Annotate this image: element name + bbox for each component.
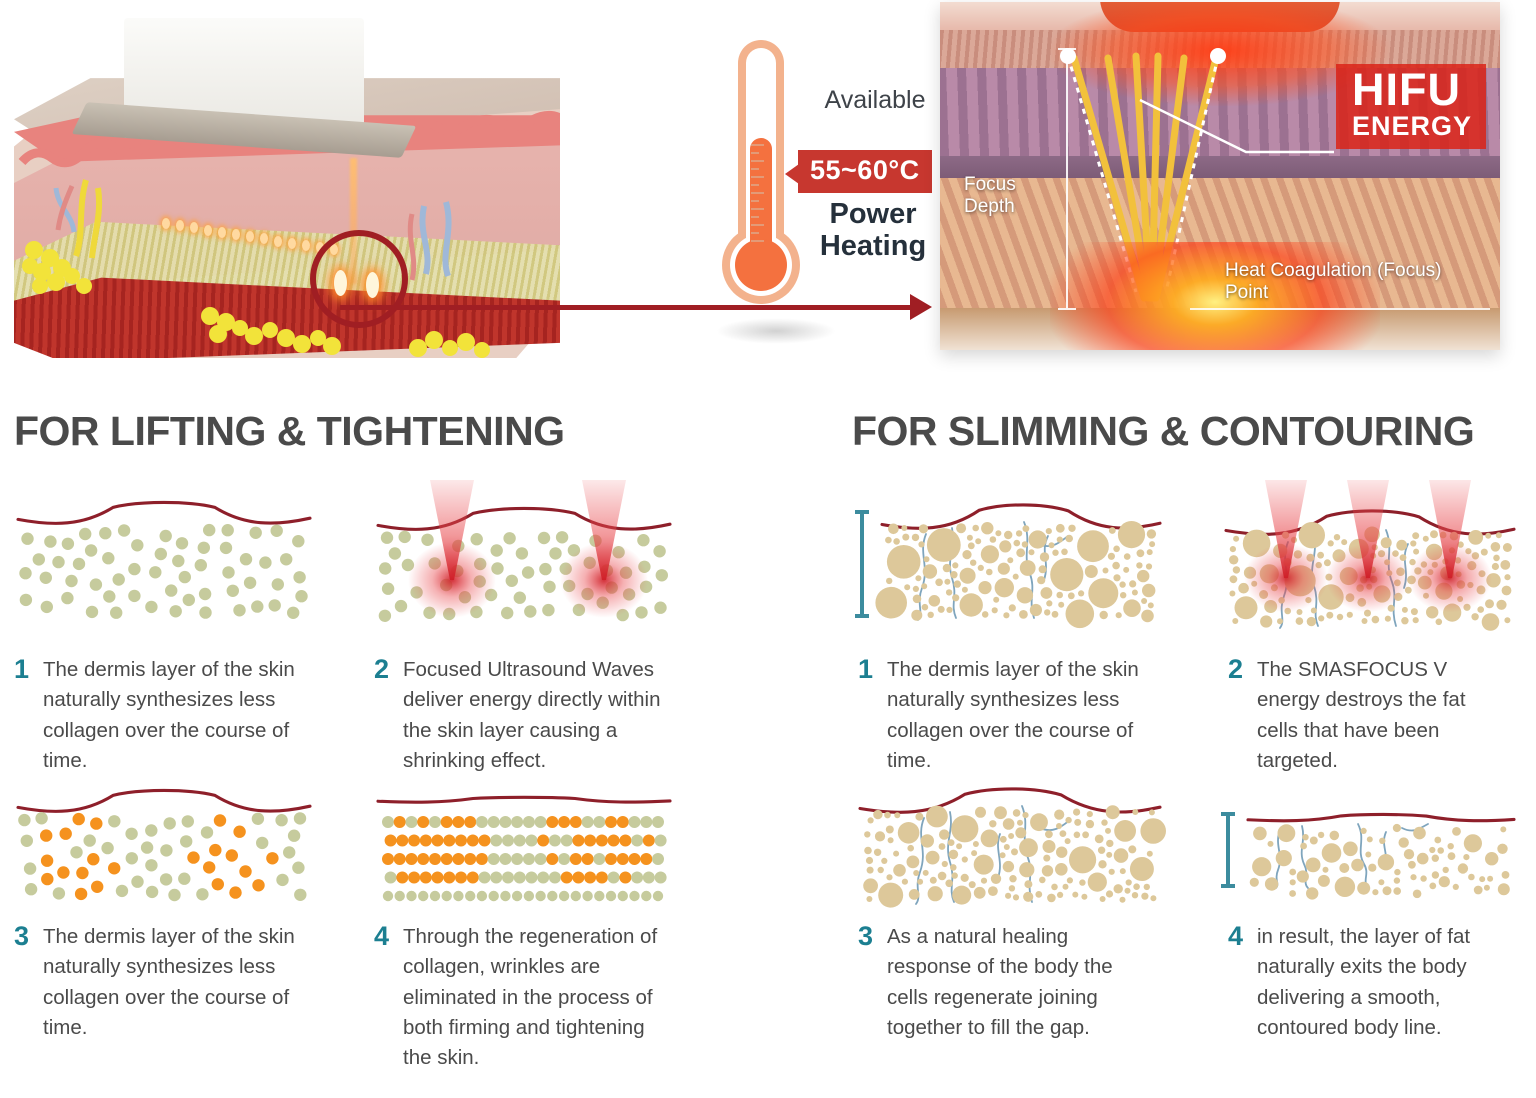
hifu-energy-photo: Focus Depth Heat Coagulation (Focus) Poi… <box>940 2 1500 350</box>
mercury-column <box>750 138 772 268</box>
focus-depth-line1: Focus <box>964 174 1016 195</box>
step-text: The SMASFOCUS V energy destroys the fat … <box>1257 658 1466 772</box>
step-number: 4 <box>374 921 390 951</box>
collagen-diagram-normal <box>16 500 312 619</box>
panel-lifting-4-art <box>374 786 674 904</box>
panel-slimming-2-art <box>1218 480 1518 631</box>
step-text: The dermis layer of the skin naturally s… <box>43 925 295 1039</box>
focus-depth-label: Focus Depth <box>964 174 1016 218</box>
section-heading-lifting: FOR LIFTING & TIGHTENING <box>14 408 565 454</box>
ray-origin-node <box>1210 48 1226 64</box>
heat-point-line2: Point <box>1225 281 1269 303</box>
mercury-bulb <box>735 239 787 291</box>
focus-depth-cap-top <box>1058 48 1076 50</box>
step-text: Through the regeneration of collagen, wr… <box>403 925 658 1070</box>
base-reference-line <box>1190 308 1490 310</box>
smas-layer <box>940 156 1500 178</box>
step-text: The dermis layer of the skin naturally s… <box>887 658 1139 772</box>
magnifier-circle <box>310 230 408 328</box>
heat-point-line1: Heat Coagulation (Focus) <box>1225 260 1442 281</box>
step-text: in result, the layer of fat naturally ex… <box>1257 925 1471 1039</box>
section-heading-slimming: FOR SLIMMING & CONTOURING <box>852 408 1475 454</box>
step-number: 1 <box>858 654 874 684</box>
vessels-and-fat-globules <box>22 179 490 358</box>
ultrasound-beam <box>350 158 357 284</box>
fat-diagram-reduced <box>1221 812 1516 900</box>
thermometer-graphic: Available 55~60°C Power Heating <box>700 28 950 358</box>
thermometer-shadow <box>716 318 836 344</box>
hifu-leader-line <box>1139 98 1334 154</box>
step-lifting-4: 4 Through the regeneration of collagen, … <box>374 922 664 1074</box>
power-heating-line1: Power <box>829 198 917 230</box>
panel-slimming-4-art <box>1218 800 1518 900</box>
arrow-head <box>910 294 932 320</box>
step-number: 2 <box>374 654 390 684</box>
focus-spot <box>334 270 347 296</box>
hifu-title: HIFU <box>1351 64 1461 115</box>
skin-model-photo <box>14 18 560 358</box>
ray-origin-node <box>1060 48 1076 64</box>
thermometer-body <box>722 40 800 330</box>
step-number: 3 <box>858 921 874 951</box>
step-slimming-3: 3 As a natural healing response of the b… <box>858 922 1126 1043</box>
step-number: 1 <box>14 654 30 684</box>
hifu-energy-badge: HIFU ENERGY <box>1335 64 1486 150</box>
step-lifting-2: 2 Focused Ultrasound Waves deliver energ… <box>374 655 664 776</box>
panel-slimming-3-art <box>852 778 1166 908</box>
hifu-subtitle: ENERGY <box>1351 111 1472 142</box>
panel-slimming-1-art <box>852 492 1164 629</box>
fat-diagram-normal <box>855 503 1162 629</box>
collagen-diagram-with-beams <box>376 480 672 622</box>
step-number: 3 <box>14 921 30 951</box>
step-slimming-4: 4 in result, the layer of fat naturally … <box>1228 922 1490 1043</box>
step-text: Focused Ultrasound Waves deliver energy … <box>403 658 661 772</box>
arrow-line <box>340 305 920 310</box>
power-heating-line2: Heating <box>819 230 927 263</box>
collagen-diagram-regenerating <box>16 788 312 902</box>
thermometer-scale-ticks <box>751 144 765 244</box>
step-lifting-3: 3 The dermis layer of the skin naturally… <box>14 922 314 1043</box>
step-slimming-1: 1 The dermis layer of the skin naturally… <box>858 655 1158 776</box>
power-heating-label: Power Heating <box>788 198 958 263</box>
step-number: 2 <box>1228 654 1244 684</box>
panel-lifting-2-art <box>374 480 674 626</box>
step-text: The dermis layer of the skin naturally s… <box>43 658 295 772</box>
collagen-diagram-tightened <box>376 795 672 902</box>
step-lifting-1: 1 The dermis layer of the skin naturally… <box>14 655 314 776</box>
step-slimming-2: 2 The SMASFOCUS V energy destroys the fa… <box>1228 655 1496 776</box>
focus-depth-bar <box>1066 48 1068 308</box>
focus-depth-cap-bottom <box>1058 308 1076 310</box>
focus-spot <box>366 272 379 298</box>
panel-lifting-3-art <box>14 786 314 904</box>
heat-coagulation-label: Heat Coagulation (Focus) Point <box>1225 260 1442 304</box>
top-illustration-row: Available 55~60°C Power Heating <box>0 0 1536 385</box>
temperature-badge: 55~60°C <box>785 150 932 193</box>
panel-lifting-1-art <box>14 492 314 622</box>
connector-arrow <box>10 294 940 320</box>
fat-diagram-with-beams <box>1224 480 1516 631</box>
heat-coagulation-focus-glow <box>1050 242 1380 350</box>
step-text: As a natural healing response of the bod… <box>887 925 1113 1039</box>
available-label: Available <box>824 86 926 114</box>
fat-diagram-healing <box>858 787 1166 908</box>
step-number: 4 <box>1228 921 1244 951</box>
focus-depth-line2: Depth <box>964 195 1015 217</box>
